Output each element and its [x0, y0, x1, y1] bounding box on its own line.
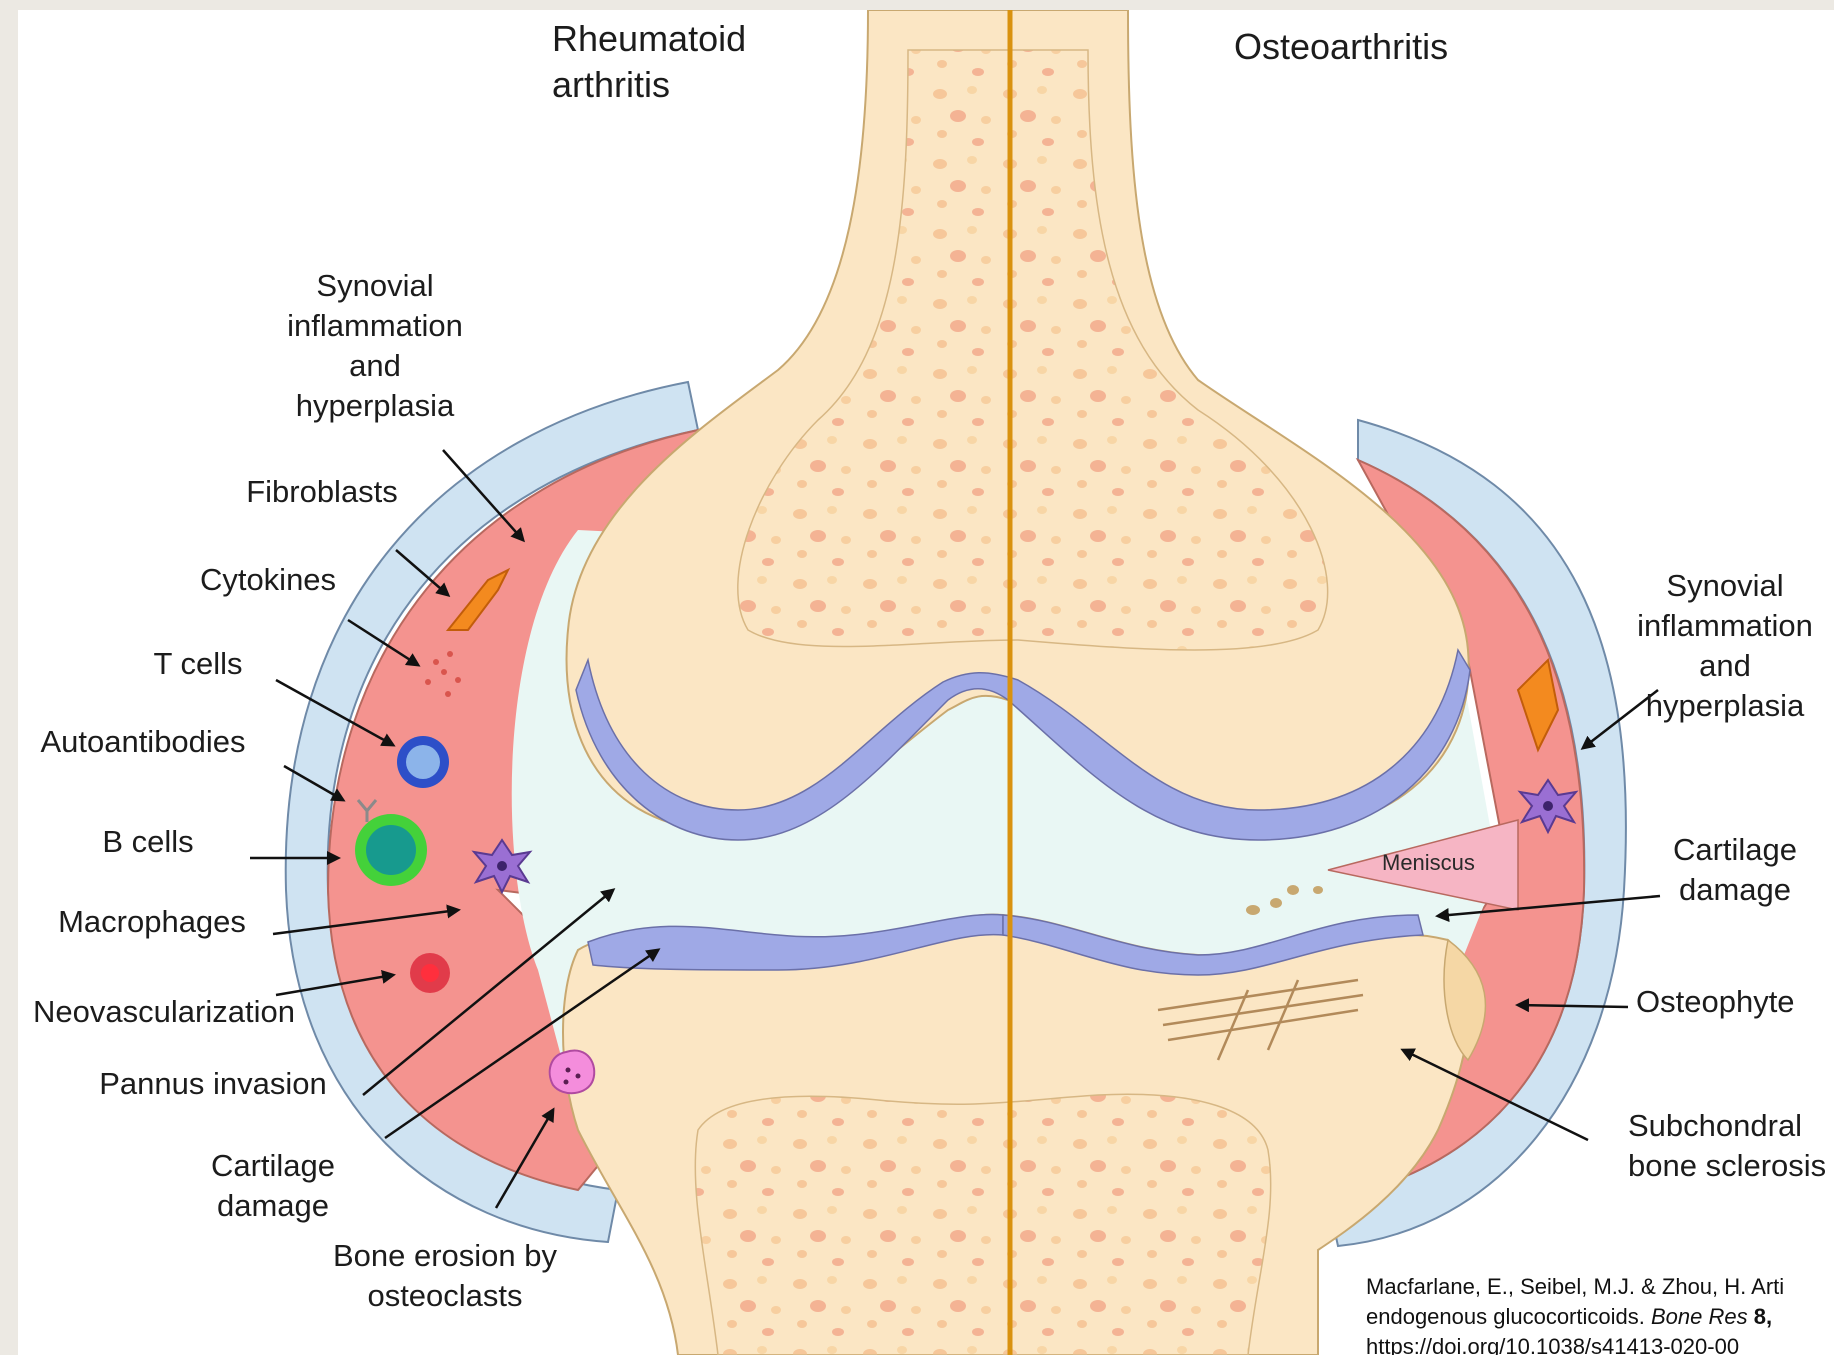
neovascularization-vessel [410, 953, 450, 993]
label-subchondral-sclerosis: Subchondral bone sclerosis [1628, 1106, 1834, 1186]
citation-line-2: endogenous glucocorticoids. Bone Res 8, [1366, 1302, 1834, 1332]
osteoarthritis-title: Osteoarthritis [1234, 24, 1448, 70]
label-autoantibodies: Autoantibodies [18, 722, 268, 762]
label-pannus-invasion: Pannus invasion [68, 1064, 358, 1104]
label-macrophages: Macrophages [32, 902, 272, 942]
label-synovial-inflammation-right: Synovial inflammation and hyperplasia [1616, 566, 1834, 726]
citation-journal: Bone Res [1651, 1304, 1748, 1329]
citation-doi[interactable]: https://doi.org/10.1038/s41413-020-00 [1366, 1332, 1834, 1355]
osteoclast-cell [550, 1051, 595, 1094]
rheumatoid-arthritis-title: Rheumatoid arthritis [552, 16, 746, 108]
label-synovial-inflammation-left: Synovial inflammation and hyperplasia [250, 266, 500, 426]
label-cartilage-damage-left: Cartilage damage [178, 1146, 368, 1226]
label-fibroblasts: Fibroblasts [212, 472, 432, 512]
figure-panel: Rheumatoid arthritis Osteoarthritis Syno… [18, 10, 1834, 1355]
tibia-cancellous-bone [695, 1094, 1270, 1355]
label-cartilage-damage-right: Cartilage damage [1660, 830, 1810, 910]
label-meniscus: Meniscus [1382, 850, 1475, 876]
label-neovascularization: Neovascularization [18, 992, 314, 1032]
citation-line-1: Macfarlane, E., Seibel, M.J. & Zhou, H. … [1366, 1272, 1834, 1302]
b-cell [355, 814, 427, 886]
label-bone-erosion: Bone erosion by osteoclasts [310, 1236, 580, 1316]
citation-volume: 8, [1748, 1304, 1772, 1329]
label-b-cells: B cells [78, 822, 218, 862]
label-t-cells: T cells [118, 644, 278, 684]
label-osteophyte: Osteophyte [1636, 982, 1834, 1022]
label-cytokines: Cytokines [168, 560, 368, 600]
citation: Macfarlane, E., Seibel, M.J. & Zhou, H. … [1366, 1272, 1834, 1355]
t-cell [397, 736, 449, 788]
